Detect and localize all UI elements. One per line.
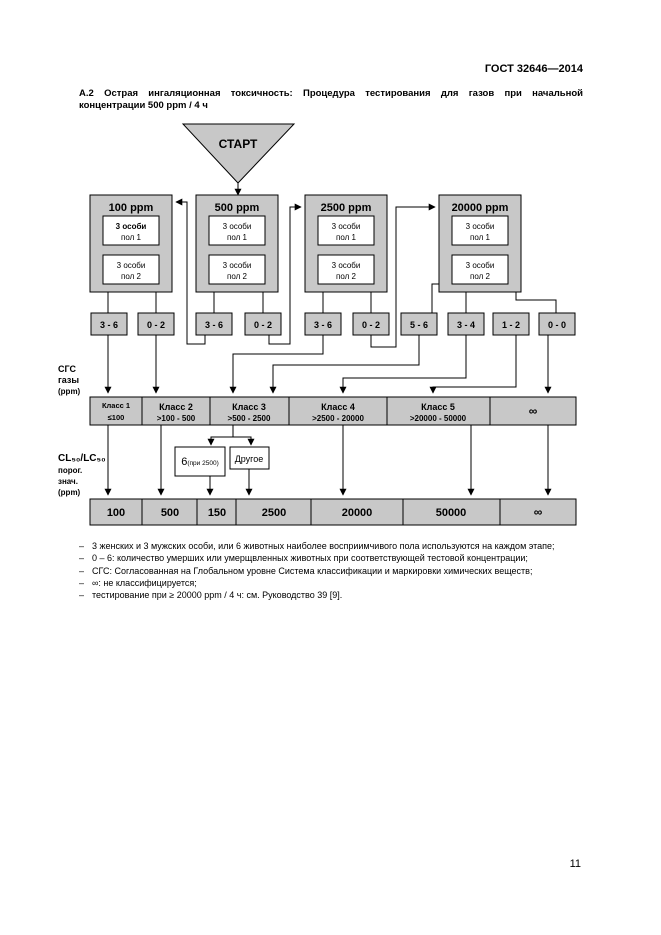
value-cell: 500 bbox=[161, 507, 179, 519]
outcome-to-class-arrows bbox=[104, 335, 552, 394]
note-item: 3 женских и 3 мужских особи, или 6 живот… bbox=[79, 540, 589, 553]
class-name: Класс 2 bbox=[159, 402, 193, 412]
notes-list: 3 женских и 3 мужских особи, или 6 живот… bbox=[79, 540, 589, 602]
value-cell: 20000 bbox=[342, 507, 373, 519]
test-box-20000ppm: 20000 ppm 3 особи пол 1 3 особи пол 2 bbox=[438, 194, 522, 293]
ghs-label: СГС bbox=[58, 364, 76, 374]
outcome-label: 0 - 2 bbox=[254, 320, 272, 330]
note-item: 0 – 6: количество умерших или умерщвленн… bbox=[79, 552, 589, 565]
outcome-label: 5 - 6 bbox=[410, 320, 428, 330]
section-heading: А.2 Острая ингаляционная токсичность: Пр… bbox=[79, 88, 583, 111]
test-box-100ppm: 100 ppm 3 особи пол 1 3 особи пол 2 bbox=[89, 194, 173, 293]
branch-six-note: (при 2500) bbox=[187, 460, 218, 467]
outcome-label: 3 - 6 bbox=[314, 320, 332, 330]
subject-count: 3 особи bbox=[223, 261, 252, 270]
value-cell: ∞ bbox=[534, 505, 543, 519]
subject-count: 3 особи bbox=[332, 261, 361, 270]
test-box-2500ppm: 2500 ppm 3 особи пол 1 3 особи пол 2 bbox=[304, 194, 388, 293]
class-range: >100 - 500 bbox=[157, 414, 196, 423]
sex-label: пол 2 bbox=[227, 272, 247, 281]
outcome-label: 3 - 6 bbox=[205, 320, 223, 330]
outcome-label: 0 - 2 bbox=[147, 320, 165, 330]
ghs-label: (ppm) bbox=[58, 387, 81, 396]
note-item: тестирование при ≥ 20000 ppm / 4 ч: см. … bbox=[79, 589, 589, 602]
class-name: Класс 4 bbox=[321, 402, 355, 412]
class-row: Класс 1 ≤100 Класс 2 >100 - 500 Класс 3 … bbox=[89, 396, 577, 426]
page-number: 11 bbox=[569, 858, 581, 870]
cl50-label: знач. bbox=[58, 477, 78, 486]
note-item: СГС: Согласованная на Глобальном уровне … bbox=[79, 565, 589, 578]
routing-lines bbox=[175, 198, 436, 348]
outcome-label: 0 - 0 bbox=[548, 320, 566, 330]
class-range: >500 - 2500 bbox=[228, 414, 271, 423]
test-label: 2500 ppm bbox=[321, 202, 372, 214]
outcome-label: 1 - 2 bbox=[502, 320, 520, 330]
branch-six-box bbox=[174, 446, 226, 477]
sex-label: пол 1 bbox=[336, 233, 356, 242]
class-range: >20000 - 50000 bbox=[410, 414, 467, 423]
outcome-label: 0 - 2 bbox=[362, 320, 380, 330]
sex-label: пол 2 bbox=[470, 272, 490, 281]
branch-six-number: 6 bbox=[181, 456, 187, 468]
testing-procedure-flowchart: СТАРТ 100 ppm 3 особи пол 1 3 особи пол … bbox=[58, 123, 577, 526]
class-unclassified: ∞ bbox=[529, 404, 538, 418]
value-cell: 150 bbox=[208, 507, 226, 519]
class-name: Класс 1 bbox=[102, 401, 130, 410]
test-label: 100 ppm bbox=[109, 202, 154, 214]
subject-count: 3 особи bbox=[117, 261, 146, 270]
cl50-label: (ppm) bbox=[58, 488, 81, 497]
branch-six-label: 6(при 2500) bbox=[181, 456, 219, 468]
start-triangle bbox=[181, 123, 296, 184]
value-cell: 100 bbox=[107, 507, 125, 519]
class-range: >2500 - 20000 bbox=[312, 414, 364, 423]
class-name: Класс 3 bbox=[232, 402, 266, 412]
value-row: 100 500 150 2500 20000 50000 ∞ bbox=[89, 498, 577, 526]
standard-number: ГОСТ 32646—2014 bbox=[484, 63, 583, 75]
sex-label: пол 2 bbox=[336, 272, 356, 281]
class3-branch-lines bbox=[207, 425, 255, 446]
value-cell: 50000 bbox=[436, 507, 467, 519]
sex-label: пол 1 bbox=[470, 233, 490, 242]
subject-count: 3 особи bbox=[332, 222, 361, 231]
cl50-label: CL₅₀/LC₅₀ bbox=[58, 453, 106, 464]
outcome-boxes: 3 - 6 0 - 2 3 - 6 0 - 2 3 - 6 0 - 2 5 - … bbox=[90, 312, 576, 336]
class-to-value-arrows bbox=[104, 425, 552, 496]
test-label: 500 ppm bbox=[215, 202, 260, 214]
outcome-label: 3 - 6 bbox=[100, 320, 118, 330]
subject-count: 3 особи bbox=[223, 222, 252, 231]
subject-count: 3 особи bbox=[466, 261, 495, 270]
subject-count: 3 особи bbox=[116, 222, 147, 231]
class-range: ≤100 bbox=[108, 413, 125, 422]
class-name: Класс 5 bbox=[421, 402, 455, 412]
note-item: ∞: не классифицируется; bbox=[79, 577, 589, 590]
cl50-label: порог. bbox=[58, 466, 82, 475]
value-cell: 2500 bbox=[262, 507, 286, 519]
ghs-label: газы bbox=[58, 375, 79, 385]
sex-label: пол 2 bbox=[121, 272, 141, 281]
sex-label: пол 1 bbox=[227, 233, 247, 242]
start-label: СТАРТ bbox=[219, 137, 258, 151]
sex-label: пол 1 bbox=[121, 233, 141, 242]
branch-other-label: Другое bbox=[235, 454, 264, 464]
subject-count: 3 особи bbox=[466, 222, 495, 231]
test-box-500ppm: 500 ppm 3 особи пол 1 3 особи пол 2 bbox=[195, 194, 279, 293]
box-to-outcome-lines bbox=[107, 283, 557, 313]
outcome-label: 3 - 4 bbox=[457, 320, 475, 330]
test-label: 20000 ppm bbox=[452, 202, 509, 214]
